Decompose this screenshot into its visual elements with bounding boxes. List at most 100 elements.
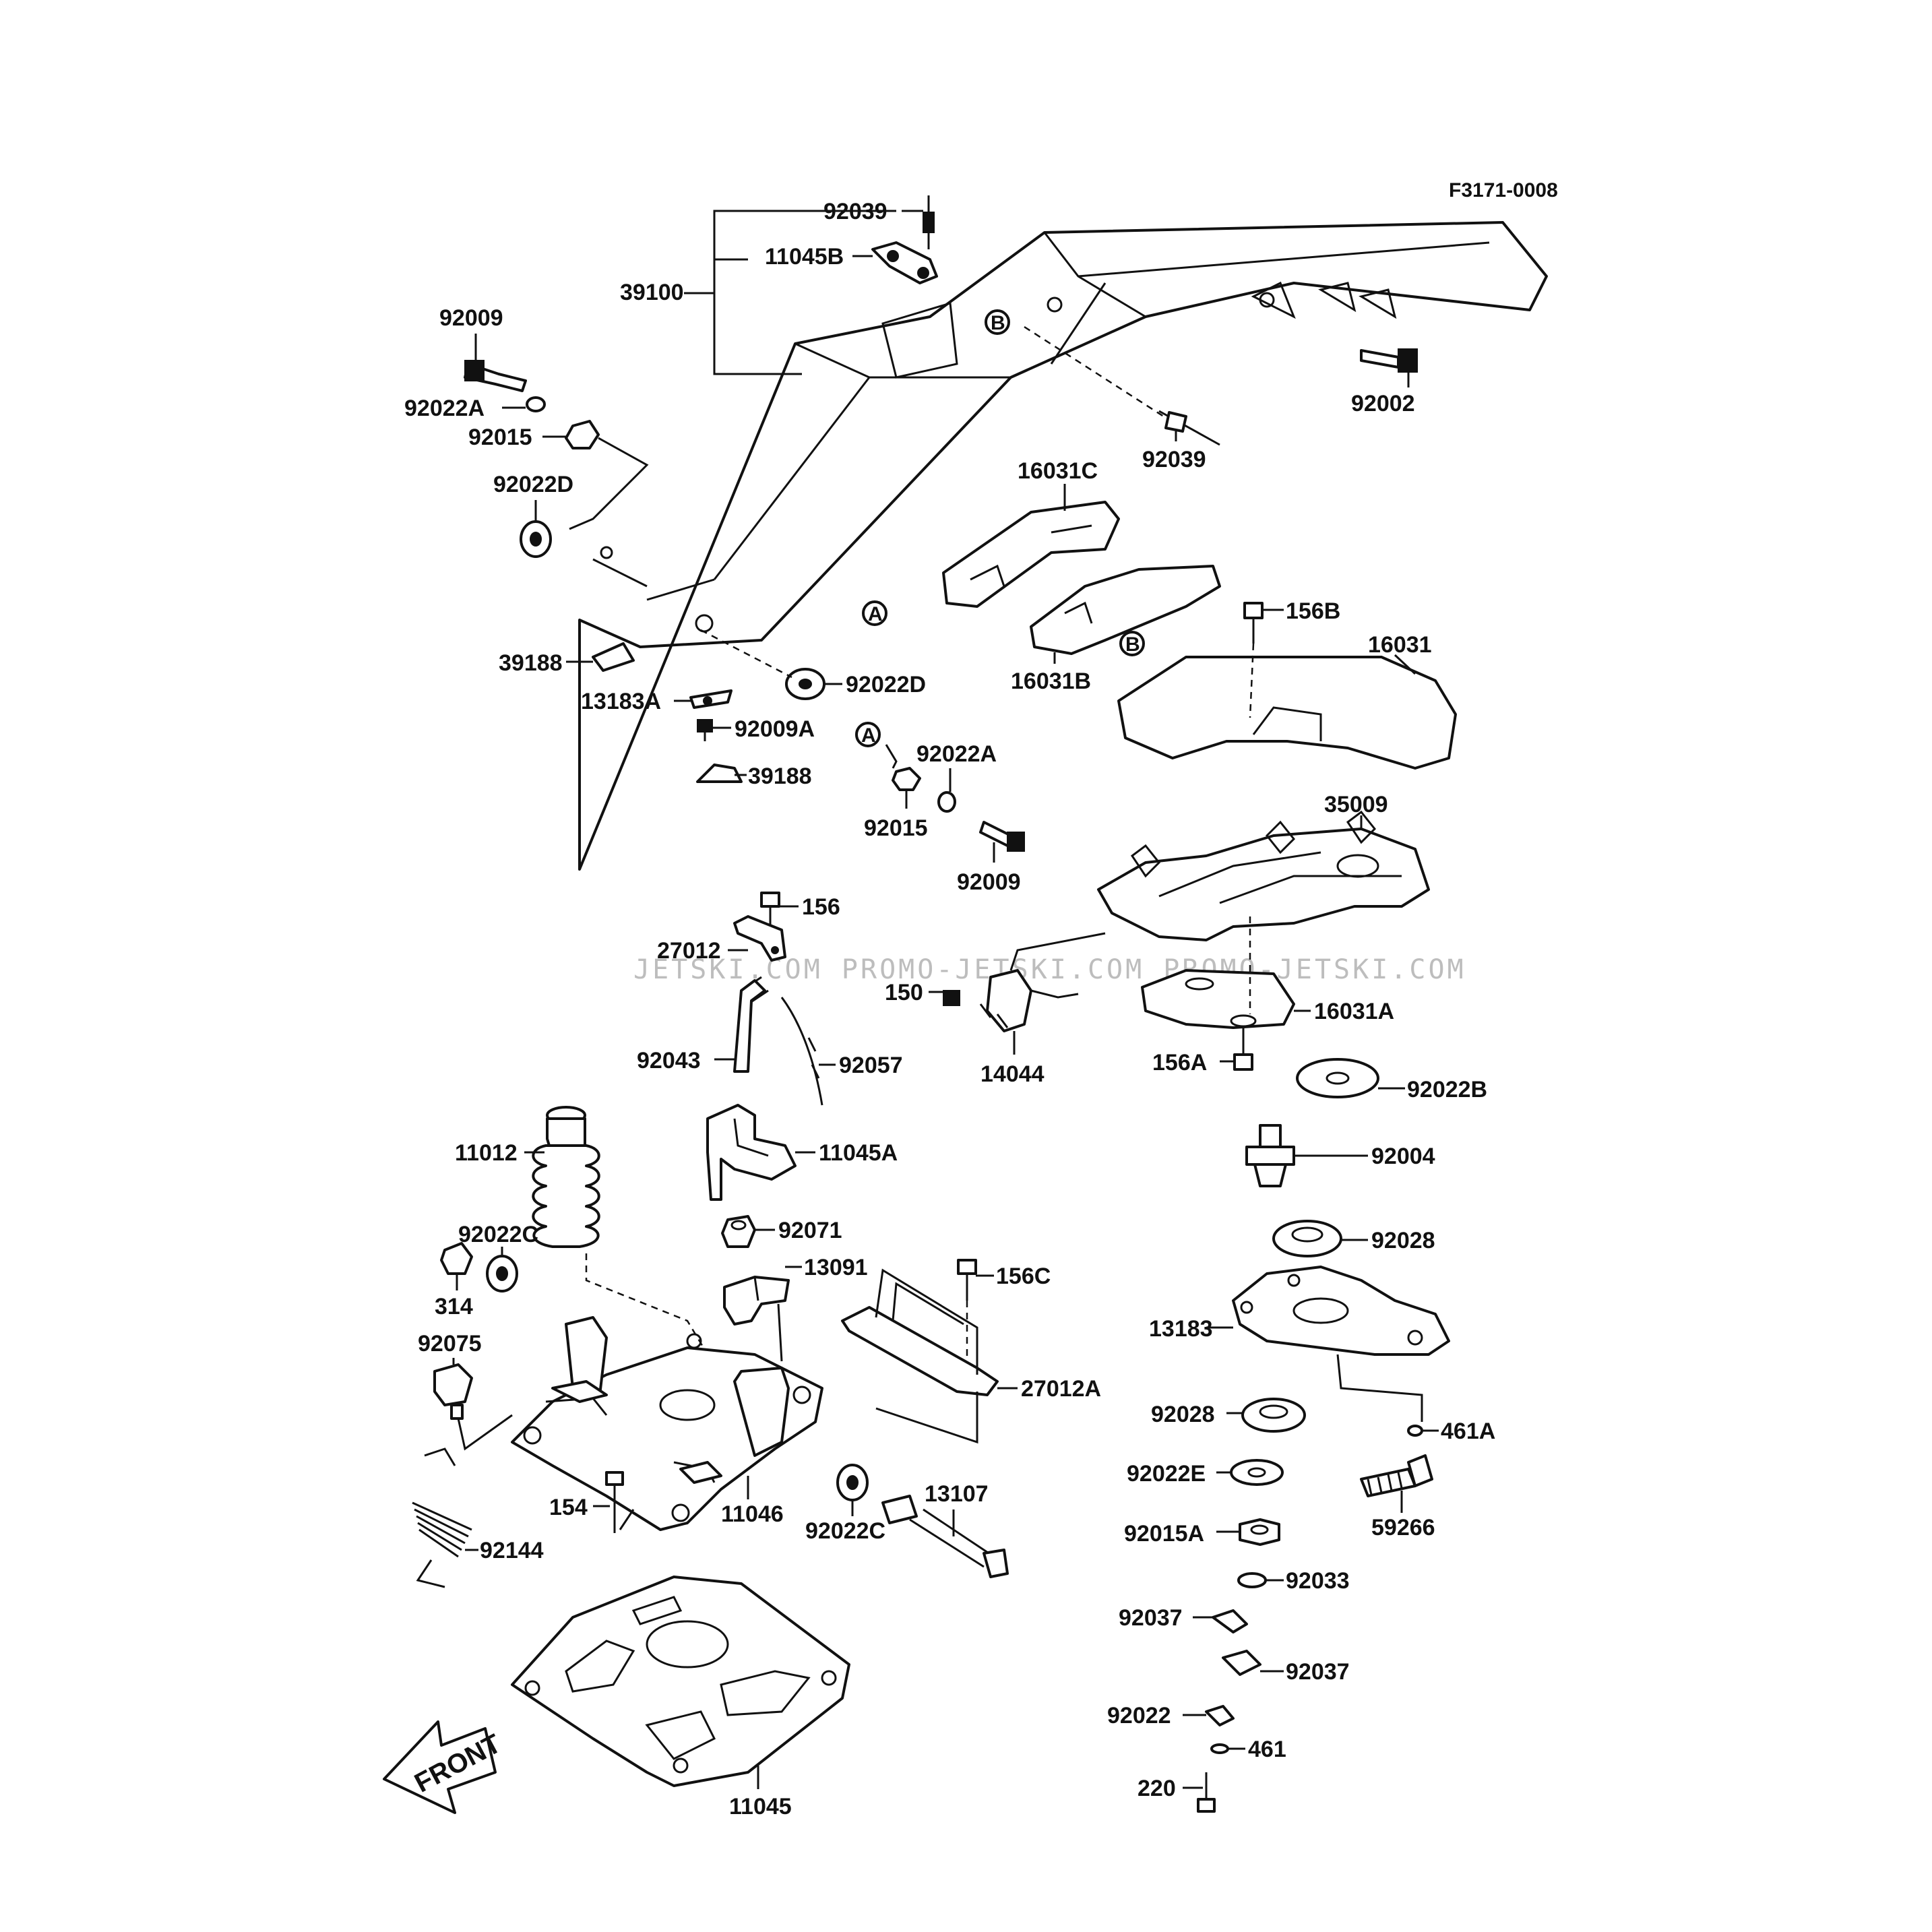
diagram-code: F3171-0008 [1449,179,1558,201]
washer-92022A-mid [937,768,956,813]
bushing-92028-top [1272,1220,1368,1257]
label-92009A: 92009A [735,716,815,742]
label-39188-a: 39188 [499,650,563,676]
label-92057: 92057 [839,1053,903,1078]
label-92022B: 92022B [1407,1077,1487,1102]
switch-14044 [929,932,1106,1055]
callout-a-mid: A [855,722,881,747]
lanyard-92057 [780,997,836,1106]
pad-16031A [1141,916,1311,1029]
spring-59266 [1360,1454,1433,1513]
clip-92037-a [1193,1609,1248,1633]
svg-text:A: A [868,603,883,625]
label-59266: 59266 [1371,1515,1435,1540]
bolt-156C [957,1259,994,1365]
mat-11045 [511,1576,850,1789]
callout-b-top: B [985,309,1010,335]
label-13183: 13183 [1149,1316,1213,1342]
holder-11045A [706,1104,815,1201]
nut-92015-left [542,420,649,530]
label-13091: 13091 [804,1255,868,1280]
front-arrow-icon: FRONT [383,1720,506,1814]
label-92028-bot: 92028 [1151,1402,1215,1427]
label-92009-left: 92009 [439,305,503,331]
label-92022A-mid: 92022A [916,741,997,767]
base-11046 [511,1316,823,1531]
label-156C: 156C [996,1264,1051,1289]
label-92022D-left: 92022D [493,472,573,497]
bracket-39100 [684,210,896,375]
label-461A: 461A [1441,1419,1495,1444]
fitting-92004 [1245,1124,1368,1187]
label-14044: 14044 [980,1061,1045,1087]
label-16031A: 16031A [1314,999,1394,1024]
label-92022C-bot: 92022C [805,1518,885,1544]
watermark-text: JETSKI.COM PROMO-JETSKI.COM PROMO-JETSKI… [633,954,1466,985]
label-156: 156 [802,894,840,920]
label-92043: 92043 [637,1048,701,1073]
bolt-156A [1220,1028,1253,1071]
rivet-92039-mid [1024,325,1220,446]
bolt-154 [593,1471,624,1533]
label-27012: 27012 [657,938,721,964]
pad-16031C [942,484,1120,608]
label-92022: 92022 [1107,1703,1171,1728]
svg-text:B: B [1125,633,1140,656]
label-92037-b: 92037 [1286,1659,1350,1685]
knob-92075 [433,1358,513,1451]
handle-27012A [841,1268,1018,1444]
pin-461A [1407,1425,1439,1437]
pad-16031 [1117,654,1457,770]
washer-92022C-bot [836,1464,869,1516]
label-220: 220 [1138,1776,1176,1801]
ring-92033 [1237,1572,1284,1588]
washer-92022A-left [502,396,546,412]
label-92022D-bot: 92022D [846,672,926,697]
label-150: 150 [885,980,923,1005]
nut-92015-mid [885,744,921,809]
label-92022A-left: 92022A [404,396,485,421]
label-13107: 13107 [925,1481,989,1507]
bolt-156B [1243,602,1284,718]
screw-220 [1183,1772,1216,1813]
svg-text:A: A [861,724,876,747]
washer-92022C-left [486,1247,518,1292]
label-92037-a: 92037 [1119,1605,1183,1631]
label-92022C-left: 92022C [458,1222,538,1247]
boot-11012 [524,1106,709,1355]
bracket-13091 [723,1266,802,1362]
washer-92022 [1183,1705,1235,1726]
label-16031B: 16031B [1011,668,1091,694]
washer-92022D-bot [700,629,842,700]
label-11012: 11012 [455,1140,518,1166]
bushing-92028-bot [1226,1398,1306,1433]
label-92022E: 92022E [1127,1461,1206,1487]
washer-92022E [1216,1459,1284,1486]
label-156A: 156A [1152,1050,1207,1076]
svg-text:B: B [991,312,1005,334]
plate-13183 [1206,1266,1450,1422]
label-16031: 16031 [1368,632,1432,658]
pin-92043 [714,976,769,1073]
callout-a-top: A [862,600,887,626]
label-92039-top: 92039 [823,199,887,224]
bracket-27012 [728,915,786,962]
bolt-156 [760,892,799,930]
pin-461 [1210,1743,1245,1754]
handle-pole [578,221,1548,871]
pad-16031B [1030,565,1221,664]
label-92004: 92004 [1371,1144,1435,1169]
nut-314 [440,1242,473,1290]
bolt-92039-top [902,195,935,249]
bolt-92002 [1360,348,1418,387]
label-13183A: 13183A [581,689,661,714]
label-11045B: 11045B [765,244,844,270]
label-27012A: 27012A [1021,1376,1101,1402]
label-11045A: 11045A [819,1140,898,1166]
label-11046: 11046 [721,1501,784,1527]
cap-39188-a [566,642,635,672]
bolt-13107 [881,1495,1009,1578]
screw-92009A [697,719,731,741]
label-461: 461 [1248,1737,1286,1762]
callout-b-mid: B [1119,631,1145,656]
